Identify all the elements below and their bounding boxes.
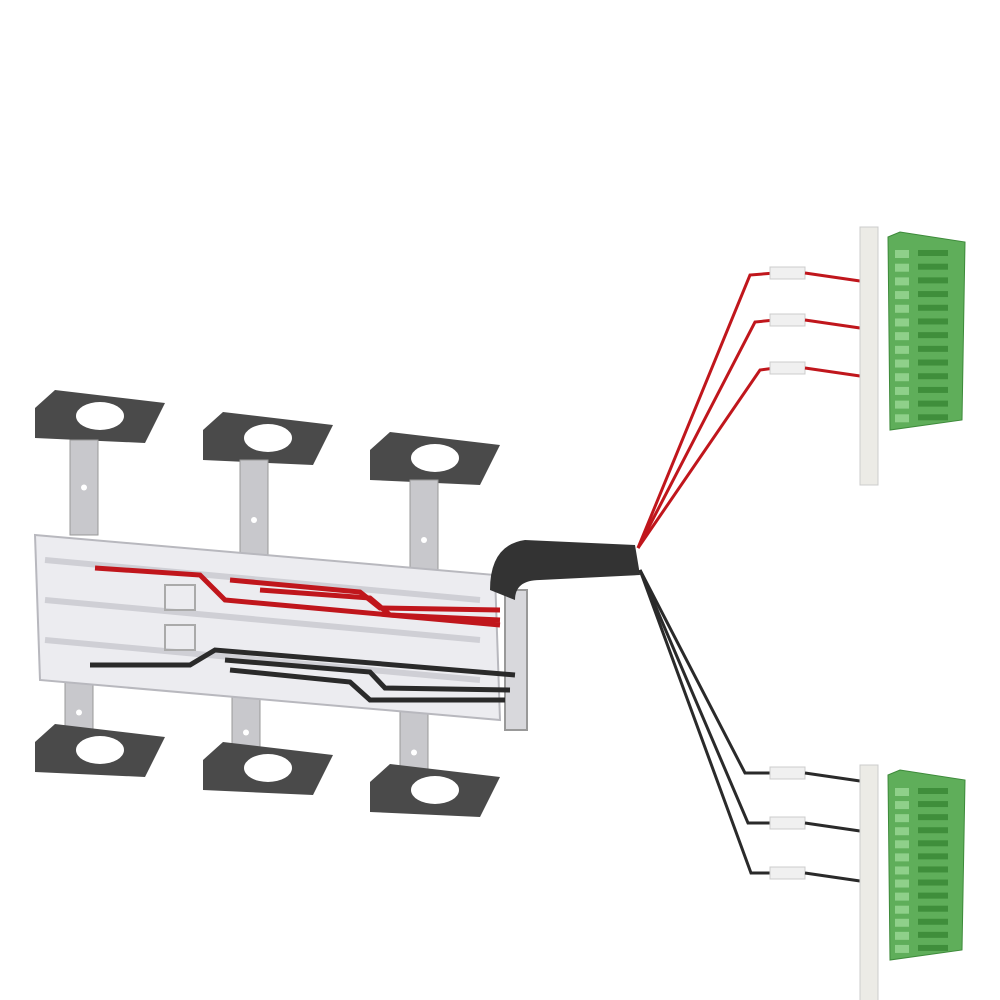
plate-hole bbox=[244, 424, 292, 452]
terminal-screw bbox=[918, 840, 948, 847]
terminal-slot bbox=[895, 250, 909, 258]
plate-hole bbox=[76, 736, 124, 764]
wiring-tray bbox=[33, 533, 528, 731]
wire-ferrule bbox=[769, 766, 806, 780]
terminal-screw bbox=[918, 373, 948, 380]
terminal-slot bbox=[895, 359, 909, 368]
terminal-screw bbox=[918, 853, 948, 860]
black-wire bbox=[224, 657, 511, 693]
terminal-slot bbox=[895, 918, 909, 927]
wire-ferrule bbox=[769, 266, 806, 280]
red-wire bbox=[636, 318, 776, 549]
plate-hole bbox=[244, 754, 292, 782]
terminal-slot bbox=[895, 853, 909, 862]
terminal-slot bbox=[895, 291, 909, 300]
plate-hole bbox=[411, 776, 459, 804]
terminal-screw bbox=[918, 345, 948, 352]
terminal-slot bbox=[895, 386, 909, 395]
red-wire bbox=[636, 366, 776, 549]
terminal-slot bbox=[895, 840, 909, 849]
terminal-screw bbox=[918, 866, 948, 873]
terminal-screw bbox=[918, 879, 948, 886]
terminal-screw bbox=[918, 827, 948, 834]
terminal-slot bbox=[895, 400, 909, 409]
tray-wires bbox=[90, 565, 516, 703]
terminal-screw bbox=[918, 386, 948, 393]
terminal-slot bbox=[895, 866, 909, 875]
terminal-screw bbox=[918, 291, 948, 298]
black-wire bbox=[638, 569, 775, 775]
strap-hole bbox=[251, 517, 257, 523]
terminal-screw bbox=[918, 400, 948, 407]
black-wire bbox=[229, 667, 505, 703]
black-wire bbox=[638, 569, 775, 875]
red-wire bbox=[804, 271, 861, 283]
terminal-screw bbox=[918, 931, 948, 938]
terminal-slot bbox=[895, 814, 909, 823]
red-wire bbox=[804, 366, 861, 378]
terminal-screw bbox=[918, 304, 948, 311]
terminal-screw bbox=[918, 332, 948, 339]
red-wire bbox=[229, 577, 501, 613]
mounting-plates-bottom bbox=[35, 724, 500, 817]
fan-out-wires bbox=[636, 266, 861, 883]
plate-hole bbox=[76, 402, 124, 430]
wire-ferrule bbox=[769, 313, 806, 327]
connector-rail bbox=[859, 764, 879, 1000]
mounting-plates-top bbox=[35, 390, 500, 485]
wire-ferrule bbox=[769, 816, 806, 830]
terminal-slot bbox=[895, 345, 909, 354]
terminal-screw bbox=[918, 892, 948, 899]
terminal-slot bbox=[895, 318, 909, 327]
strap-hole bbox=[243, 729, 249, 736]
terminal-screw bbox=[918, 277, 948, 284]
terminal-slot bbox=[895, 879, 909, 888]
terminal-screw bbox=[918, 788, 948, 794]
terminal-slot bbox=[895, 931, 909, 940]
green-terminal-block bbox=[887, 231, 966, 431]
terminal-slot bbox=[895, 373, 909, 382]
terminal-connectors bbox=[859, 226, 966, 1000]
wire-ferrule bbox=[769, 361, 806, 375]
terminal-screw bbox=[918, 318, 948, 325]
terminal-screw bbox=[918, 414, 948, 421]
terminal-slot bbox=[895, 277, 909, 286]
terminal-screw bbox=[918, 814, 948, 821]
terminal-slot bbox=[895, 263, 909, 272]
connector-rail bbox=[859, 226, 879, 486]
terminal-slot bbox=[895, 414, 909, 423]
terminal-screw bbox=[918, 250, 948, 256]
red-wire bbox=[804, 318, 861, 330]
black-wire bbox=[804, 871, 861, 883]
strap-hole bbox=[421, 537, 427, 543]
terminal-screw bbox=[918, 944, 948, 951]
wire-ferrule bbox=[769, 866, 806, 880]
strap-hole bbox=[76, 709, 82, 716]
black-wire bbox=[804, 771, 861, 783]
terminal-screw bbox=[918, 801, 948, 808]
cable-bundle bbox=[490, 540, 640, 600]
plate-hole bbox=[411, 444, 459, 472]
terminal-slot bbox=[895, 332, 909, 341]
terminal-screw bbox=[918, 263, 948, 270]
terminal-slot bbox=[895, 801, 909, 810]
black-wire bbox=[90, 647, 516, 678]
terminal-slot bbox=[895, 304, 909, 313]
terminal-screw bbox=[918, 359, 948, 366]
terminal-screw bbox=[918, 905, 948, 912]
terminal-screw bbox=[918, 918, 948, 925]
terminal-slot bbox=[895, 892, 909, 901]
green-terminal-block bbox=[887, 769, 966, 961]
black-wire bbox=[804, 821, 861, 833]
terminal-slot bbox=[895, 827, 909, 836]
terminal-slot bbox=[895, 944, 909, 953]
strap-hole bbox=[81, 484, 87, 491]
red-wire bbox=[94, 565, 501, 628]
strap-hole bbox=[411, 749, 417, 756]
red-wire bbox=[636, 271, 776, 549]
terminal-slot bbox=[895, 905, 909, 914]
terminal-slot bbox=[895, 788, 909, 796]
black-wire bbox=[638, 569, 775, 825]
